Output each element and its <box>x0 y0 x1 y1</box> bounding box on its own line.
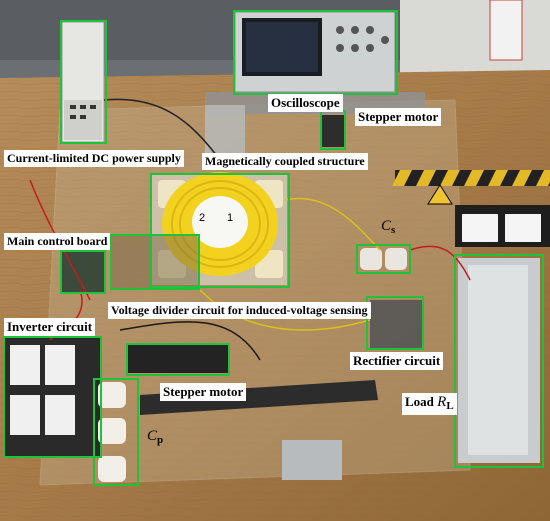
stepper-motor-top-device <box>322 115 344 147</box>
cp-box <box>93 378 139 486</box>
coil-2-label: 2 <box>199 212 206 224</box>
stepper-motor-top-box <box>320 110 346 150</box>
voltage-divider-label: Voltage divider circuit for induced-volt… <box>108 302 371 319</box>
stepper-motor-bottom-label: Stepper motor <box>160 383 247 401</box>
stepper-motor-top-label: Stepper motor <box>355 108 442 126</box>
rectifier-box <box>366 296 424 350</box>
rectifier-label: Rectifier circuit <box>350 352 444 370</box>
load-subscript: L <box>446 400 454 412</box>
inverter-label: Inverter circuit <box>4 318 96 336</box>
load-box <box>454 254 544 468</box>
oscilloscope-box <box>233 10 398 95</box>
cp-symbol: C <box>147 428 158 444</box>
cs-box <box>356 244 411 274</box>
load-label-text: Load <box>405 394 438 409</box>
cs-subscript: s <box>391 224 396 236</box>
cs-symbol: C <box>381 218 392 234</box>
main-control-label: Main control board <box>4 233 111 250</box>
voltage-divider-box <box>110 234 200 290</box>
main-control-box <box>60 250 106 294</box>
dc-supply-label: Current-limited DC power supply <box>4 150 184 167</box>
wall-notice <box>489 0 523 61</box>
cs-label: Cs <box>378 218 398 239</box>
oscilloscope-label: Oscilloscope <box>268 94 343 112</box>
coil-1-label: 1 <box>227 212 234 224</box>
coupled-structure-label: Magnetically coupled structure <box>202 153 368 170</box>
coupled-structure-box <box>150 173 290 288</box>
stepper-motor-bottom-device <box>128 345 228 373</box>
stepper-motor-bottom-box <box>126 343 230 376</box>
dc-supply-box <box>60 20 107 144</box>
inverter-box <box>3 336 102 458</box>
load-label: Load RL <box>402 393 457 415</box>
cp-label: Cp <box>144 428 166 449</box>
cp-subscript: p <box>157 434 164 446</box>
load-symbol: R <box>437 394 447 410</box>
